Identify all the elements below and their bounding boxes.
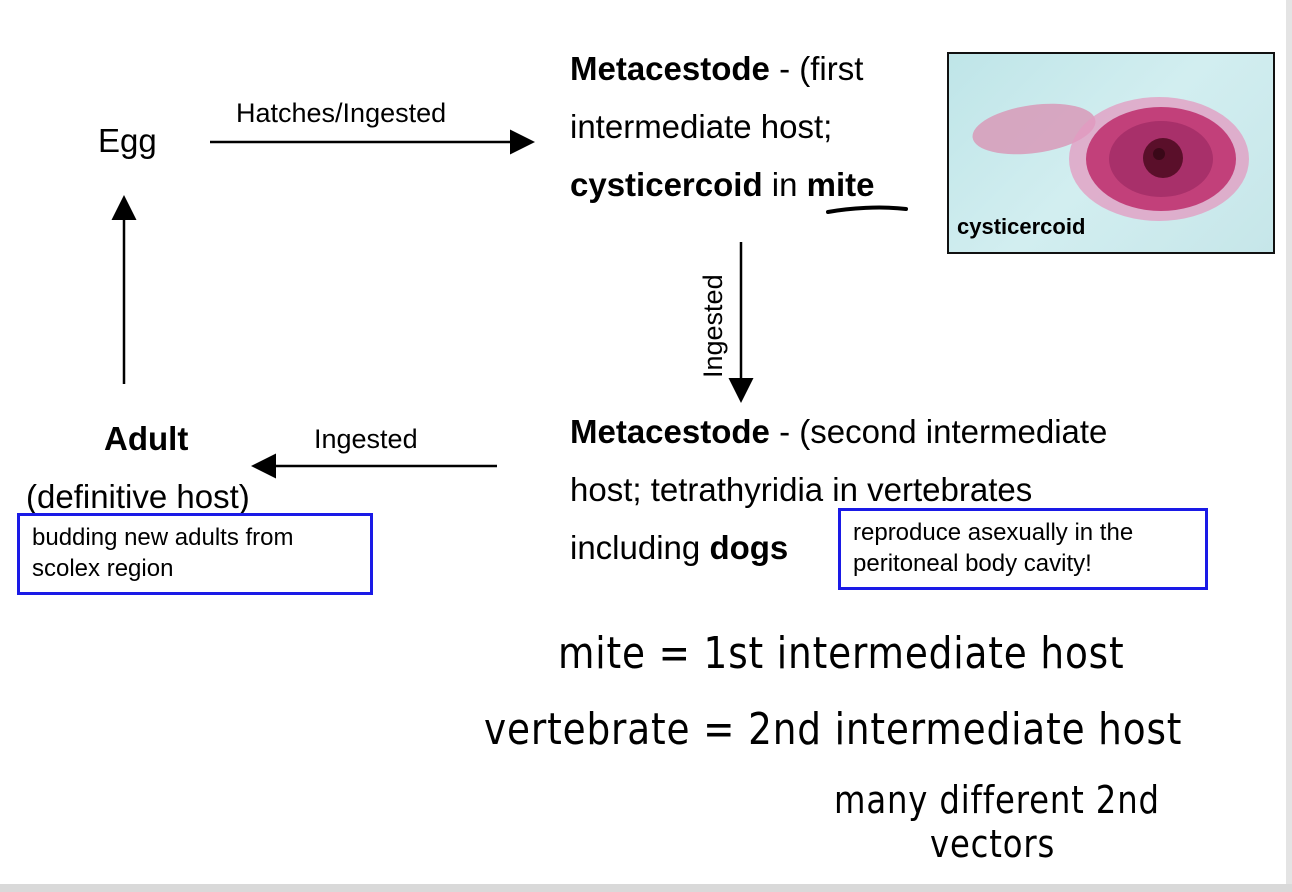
meta1-line1: Metacestode - (first — [570, 50, 864, 87]
edge-label-ingested-vertical: Ingested — [698, 274, 728, 378]
meta1-line3: cysticercoid in mite — [570, 166, 875, 203]
meta1-line2: intermediate host; — [570, 108, 833, 145]
handwritten-note-1: mite = 1st intermediate host — [558, 628, 1125, 679]
edge-label-ingested-horizontal: Ingested — [314, 424, 418, 454]
mite-underline — [826, 205, 908, 214]
metacestode-second-node: Metacestode - (second intermediate host;… — [570, 403, 1210, 577]
note-asexual-reproduction: reproduce asexually in the peritoneal bo… — [838, 508, 1208, 590]
meta2-line3: including dogs — [570, 529, 789, 566]
meta2-line1: Metacestode - (second intermediate — [570, 413, 1108, 450]
mite-word: mite — [806, 166, 875, 203]
adult-node-title: Adult — [104, 420, 189, 457]
metacestode-first-node: Metacestode - (first intermediate host; … — [570, 40, 930, 214]
handwritten-note-4: vectors — [930, 822, 1056, 866]
photo-caption: cysticercoid — [957, 214, 1086, 239]
handwritten-note-3: many different 2nd — [834, 778, 1160, 822]
adult-node-subtitle: (definitive host) — [26, 478, 250, 515]
edge-label-hatches-ingested: Hatches/Ingested — [236, 98, 447, 128]
cysticercoid-photo: cysticercoid — [947, 52, 1275, 254]
cysticercoid-specimen-image — [972, 97, 1249, 221]
egg-node: Egg — [98, 122, 157, 159]
note-budding-adults: budding new adults from scolex region — [17, 513, 373, 595]
scroll-edge-bottom — [0, 884, 1292, 892]
scroll-edge-right — [1286, 0, 1292, 892]
meta2-line2: host; tetrathyridia in vertebrates — [570, 471, 1033, 508]
handwritten-note-2: vertebrate = 2nd intermediate host — [484, 704, 1183, 755]
